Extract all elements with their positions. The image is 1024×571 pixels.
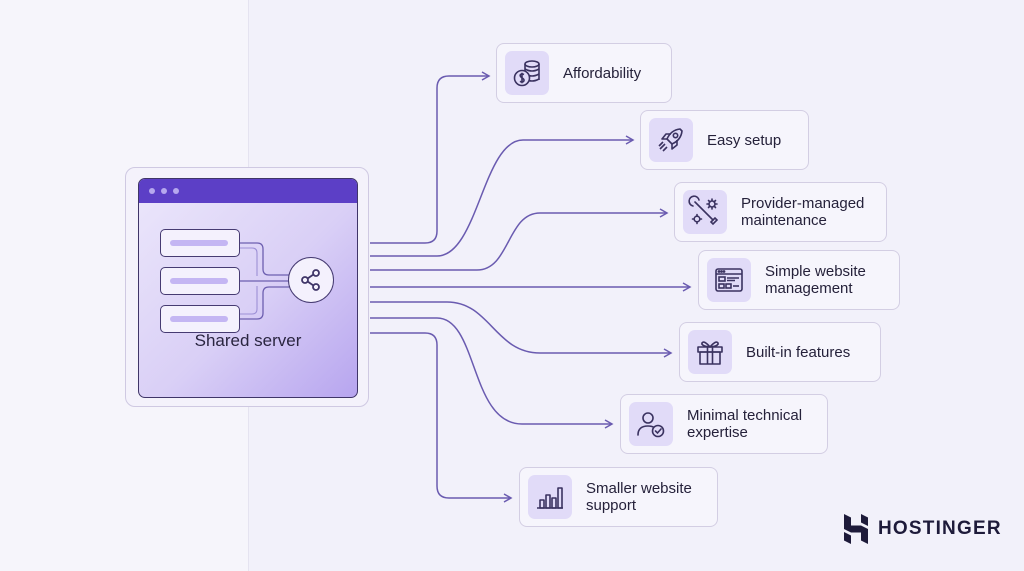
server-slot <box>160 229 240 257</box>
shared-server-window: Shared server <box>138 178 358 398</box>
benefit-card-easy-setup: Easy setup <box>640 110 809 170</box>
connector-built-in-features <box>370 301 673 358</box>
server-slot <box>160 305 240 333</box>
benefit-card-built-in-features: Built-in features <box>679 322 881 382</box>
user-check-icon <box>629 402 673 446</box>
share-icon <box>288 257 334 303</box>
bar-chart-icon <box>528 475 572 519</box>
benefit-card-technical-expertise: Minimal technical expertise <box>620 394 828 454</box>
window-dot <box>149 188 155 194</box>
rocket-icon <box>649 118 693 162</box>
benefit-card-affordability: Affordability <box>496 43 672 103</box>
benefit-label: Minimal technical expertise <box>687 407 803 441</box>
shared-server-frame: Shared server <box>125 167 369 407</box>
benefit-card-smaller-website: Smaller website support <box>519 467 718 527</box>
server-slot <box>160 267 240 295</box>
connector-maintenance <box>370 208 669 271</box>
window-titlebar <box>139 179 357 203</box>
tools-icon <box>683 190 727 234</box>
shared-server-label: Shared server <box>194 331 302 350</box>
browser-window-icon <box>707 258 751 302</box>
hostinger-logo-icon <box>844 514 868 544</box>
connector-technical-expertise <box>370 317 614 429</box>
server-slot-links <box>240 242 289 320</box>
benefit-card-website-management: Simple website management <box>698 250 900 310</box>
coins-icon <box>505 51 549 95</box>
window-dot <box>161 188 167 194</box>
benefit-label: Simple website management <box>765 263 866 297</box>
benefit-label: Built-in features <box>746 343 851 361</box>
connector-smaller-website <box>370 332 513 503</box>
benefit-label: Smaller website support <box>586 480 692 514</box>
connector-easy-setup <box>370 135 635 257</box>
brand-logo: HOSTINGER <box>842 513 1002 545</box>
window-dot <box>173 188 179 194</box>
benefit-label: Affordability <box>563 64 642 82</box>
benefit-label: Provider-managed maintenance <box>741 195 865 229</box>
benefit-label: Easy setup <box>707 131 782 149</box>
brand-name: HOSTINGER <box>878 518 1002 539</box>
gift-icon <box>688 330 732 374</box>
connector-affordability <box>370 71 491 244</box>
benefit-card-maintenance: Provider-managed maintenance <box>674 182 887 242</box>
